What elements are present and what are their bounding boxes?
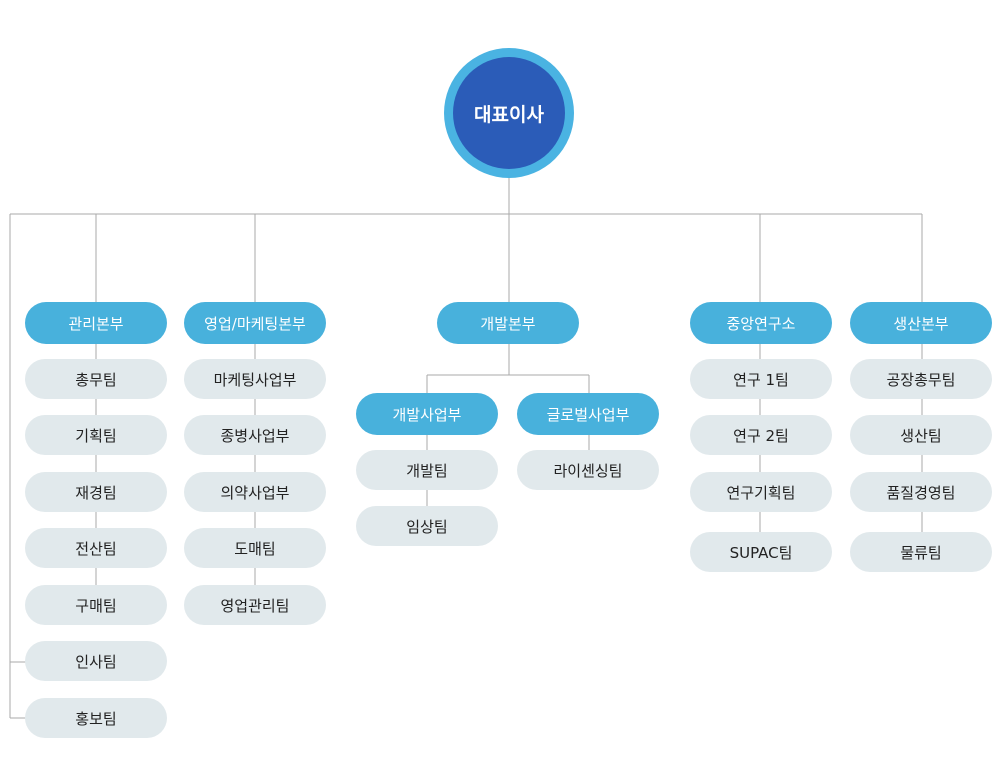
ceo-node: 대표이사	[444, 48, 574, 178]
team-node: 전산팀	[25, 528, 167, 568]
team-node: 라이센싱팀	[517, 450, 659, 490]
team-node: 마케팅사업부	[184, 359, 326, 399]
team-node: 기획팀	[25, 415, 167, 455]
team-node: 인사팀	[25, 641, 167, 681]
team-node: 품질경영팀	[850, 472, 992, 512]
team-node: 공장총무팀	[850, 359, 992, 399]
team-node: 연구 1팀	[690, 359, 832, 399]
division-development: 개발본부	[437, 302, 579, 344]
division-research-center: 중앙연구소	[690, 302, 832, 344]
team-node: 의약사업부	[184, 472, 326, 512]
sub-division-global-business: 글로벌사업부	[517, 393, 659, 435]
team-node: 임상팀	[356, 506, 498, 546]
team-node: 연구기획팀	[690, 472, 832, 512]
team-node: 구매팀	[25, 585, 167, 625]
team-node: 개발팀	[356, 450, 498, 490]
team-node: 홍보팀	[25, 698, 167, 738]
team-node: 도매팀	[184, 528, 326, 568]
team-node: 연구 2팀	[690, 415, 832, 455]
division-sales-marketing: 영업/마케팅본부	[184, 302, 326, 344]
team-node: 총무팀	[25, 359, 167, 399]
team-node: 생산팀	[850, 415, 992, 455]
ceo-label: 대표이사	[453, 57, 565, 169]
division-management: 관리본부	[25, 302, 167, 344]
team-node: SUPAC팀	[690, 532, 832, 572]
team-node: 종병사업부	[184, 415, 326, 455]
division-production: 생산본부	[850, 302, 992, 344]
team-node: 영업관리팀	[184, 585, 326, 625]
sub-division-dev-business: 개발사업부	[356, 393, 498, 435]
team-node: 물류팀	[850, 532, 992, 572]
team-node: 재경팀	[25, 472, 167, 512]
